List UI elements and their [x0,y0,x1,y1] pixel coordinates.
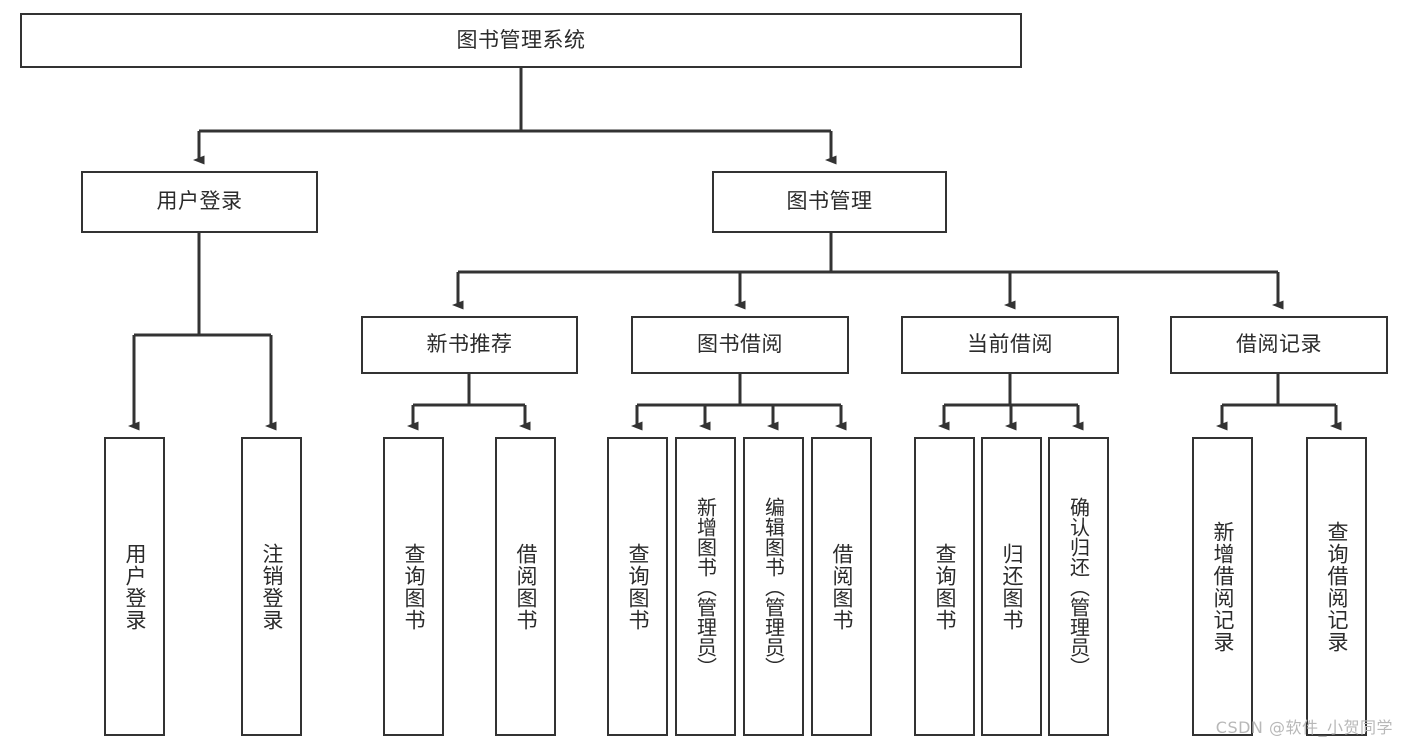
leaf-return-book[interactable]: 归还图书 [981,437,1042,736]
leaf-user-logout[interactable]: 注销登录 [241,437,302,736]
leaf-query-book-2-label: 查询图书 [625,542,650,631]
node-root[interactable]: 图书管理系统 [20,13,1022,68]
node-new-book-recommend-label: 新书推荐 [426,332,513,357]
leaf-borrow-book-2-label: 借阅图书 [829,542,854,631]
leaf-query-book-1[interactable]: 查询图书 [383,437,444,736]
leaf-confirm-return[interactable]: 确认归还（管理员） [1048,437,1109,736]
leaf-user-logout-label: 注销登录 [259,542,284,631]
leaf-query-book-1-label: 查询图书 [401,542,426,631]
node-current-borrow-label: 当前借阅 [967,332,1053,357]
leaf-add-record-label: 新增借阅记录 [1210,520,1235,653]
leaf-query-book-2[interactable]: 查询图书 [607,437,668,736]
leaf-add-record[interactable]: 新增借阅记录 [1192,437,1253,736]
leaf-borrow-book-1[interactable]: 借阅图书 [495,437,556,736]
leaf-user-login[interactable]: 用户登录 [104,437,165,736]
leaf-query-record[interactable]: 查询借阅记录 [1306,437,1367,736]
node-borrow-record[interactable]: 借阅记录 [1170,316,1388,374]
leaf-add-book-label: 新增图书（管理员） [693,496,718,677]
leaf-confirm-return-label: 确认归还（管理员） [1066,496,1091,677]
leaf-borrow-book-1-label: 借阅图书 [513,542,538,631]
leaf-add-book[interactable]: 新增图书（管理员） [675,437,736,736]
leaf-borrow-book-2[interactable]: 借阅图书 [811,437,872,736]
node-book-borrow[interactable]: 图书借阅 [631,316,849,374]
leaf-edit-book[interactable]: 编辑图书（管理员） [743,437,804,736]
leaf-edit-book-label: 编辑图书（管理员） [761,496,786,677]
leaf-return-book-label: 归还图书 [999,542,1024,631]
node-user-login[interactable]: 用户登录 [81,171,318,233]
leaf-query-record-label: 查询借阅记录 [1324,520,1349,653]
node-new-book-recommend[interactable]: 新书推荐 [361,316,578,374]
leaf-user-login-label: 用户登录 [122,542,147,631]
csdn-watermark: CSDN @软件_小贺同学 [1215,718,1393,737]
node-borrow-record-label: 借阅记录 [1236,332,1322,357]
node-current-borrow[interactable]: 当前借阅 [901,316,1119,374]
node-user-login-label: 用户登录 [156,189,243,214]
leaf-query-book-3[interactable]: 查询图书 [914,437,975,736]
node-book-manage[interactable]: 图书管理 [712,171,947,233]
node-book-manage-label: 图书管理 [786,189,873,214]
leaf-query-book-3-label: 查询图书 [932,542,957,631]
node-root-label: 图书管理系统 [456,27,586,52]
node-book-borrow-label: 图书借阅 [697,332,783,357]
